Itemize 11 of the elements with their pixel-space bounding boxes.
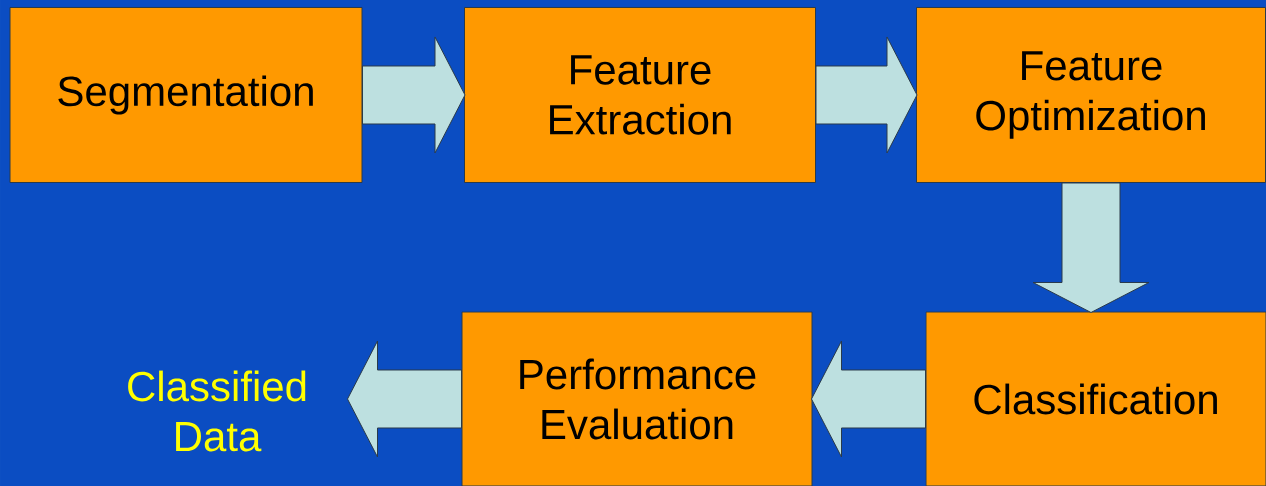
process-box: Segmentation [9,7,363,183]
block-arrow [815,36,918,154]
process-box: Performance Evaluation [461,311,813,486]
block-arrow [362,36,466,154]
block-arrow [1032,182,1150,313]
process-box: Feature Extraction [464,7,816,183]
block-arrow [347,340,462,458]
process-box: Feature Optimization [916,7,1266,183]
output-text: Classified Data [128,370,306,452]
process-box: Classification [925,311,1266,486]
block-arrow [811,340,926,458]
